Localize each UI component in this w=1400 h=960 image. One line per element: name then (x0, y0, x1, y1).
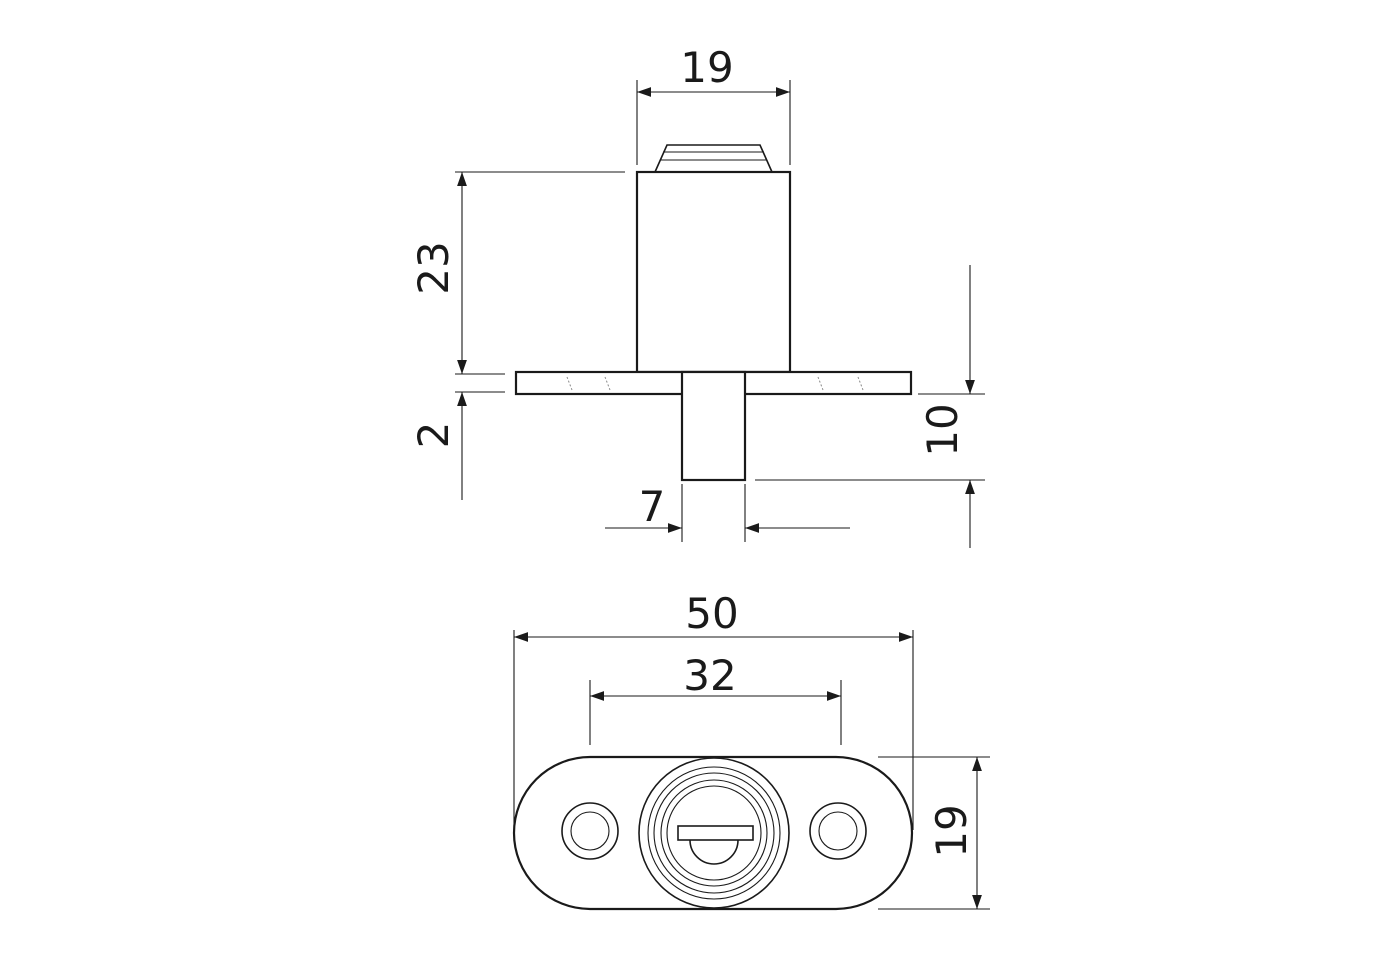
dim-flange-width-label: 19 (927, 804, 976, 857)
dim-cylinder-diameter-label: 19 (680, 43, 733, 92)
dim-flange-length: 50 (513, 589, 914, 830)
dim-flange-thickness-label: 2 (409, 422, 458, 449)
dim-pin-length: 10 (755, 265, 985, 548)
dim-flange-width: 19 (878, 756, 990, 910)
pin (680, 370, 747, 482)
dim-cylinder-height: 23 (409, 171, 625, 375)
left-screw-hole (561, 802, 619, 860)
lock-cylinder-face (638, 757, 790, 909)
dim-cylinder-height-label: 23 (409, 241, 458, 294)
dim-pin-width-label: 7 (639, 482, 666, 531)
dim-pin-width: 7 (605, 482, 850, 542)
cylinder-cap (654, 144, 773, 173)
dim-flange-length-label: 50 (685, 589, 738, 638)
flange-outline (512, 755, 914, 911)
keyway (677, 825, 754, 865)
dim-cylinder-diameter: 19 (636, 43, 791, 165)
dim-pin-length-label: 10 (918, 403, 967, 456)
side-view (514, 144, 913, 482)
dim-hole-spacing: 32 (589, 651, 842, 745)
dim-flange-thickness: 2 (409, 391, 505, 500)
right-screw-hole (809, 802, 867, 860)
dim-hole-spacing-label: 32 (683, 651, 736, 700)
cylinder-body (635, 170, 792, 374)
top-view (512, 755, 914, 911)
